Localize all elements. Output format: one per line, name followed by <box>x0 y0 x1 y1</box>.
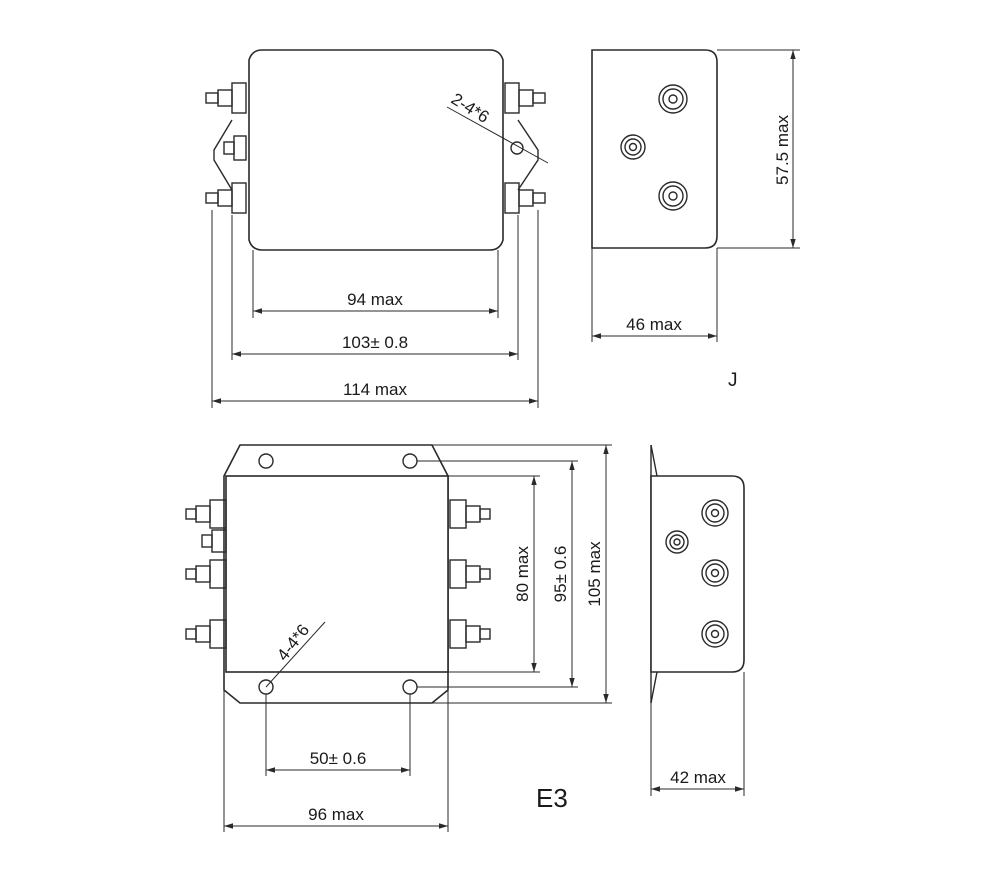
j-dim-hole-pitch: 103± 0.8 <box>342 333 408 352</box>
j-side-view: 57.5 max 46 max <box>591 49 800 342</box>
j-mounting-hole <box>510 141 524 155</box>
e3-dim-hole-pitch-h: 50± 0.6 <box>310 749 367 768</box>
e3-side-terminal <box>701 499 729 527</box>
e3-mounting-hole <box>258 453 274 469</box>
e3-side-body <box>650 475 745 673</box>
j-right-terminals <box>504 82 546 214</box>
e3-side-view: 42 max <box>650 444 745 796</box>
j-drawing-label: J <box>728 370 738 391</box>
e3-front-view: 4-4*6 80 max 95± 0.6 105 max 50± 0.6 96 … <box>185 444 612 832</box>
e3-side-terminal <box>701 559 729 587</box>
j-dim-overall-width: 114 max <box>343 380 407 399</box>
e3-filter-body <box>225 475 449 673</box>
e3-left-terminals <box>185 499 227 649</box>
e3-drawing-label: E3 <box>536 783 568 813</box>
j-side-terminal <box>658 181 688 211</box>
j-side-body <box>591 49 718 249</box>
e3-dim-depth: 42 max <box>670 768 726 787</box>
e3-dim-body-height: 80 max <box>513 546 532 602</box>
e3-right-terminals <box>449 499 491 649</box>
e3-side-terminal <box>701 620 729 648</box>
j-side-terminal <box>620 134 646 160</box>
j-dim-body-width: 94 max <box>347 290 403 309</box>
e3-side-terminal <box>665 530 689 554</box>
e3-dim-hole-pitch-v: 95± 0.6 <box>551 546 570 603</box>
e3-dim-overall-width: 96 max <box>308 805 364 824</box>
j-dim-height: 57.5 max <box>773 115 792 185</box>
j-filter-body <box>248 49 504 251</box>
e3-dim-overall-height: 105 max <box>585 541 604 607</box>
j-left-terminals <box>205 82 247 214</box>
j-side-terminal <box>658 84 688 114</box>
j-front-view: 2-4*6 94 max 103± 0.8 114 max <box>205 49 549 408</box>
j-dim-depth: 46 max <box>626 315 682 334</box>
